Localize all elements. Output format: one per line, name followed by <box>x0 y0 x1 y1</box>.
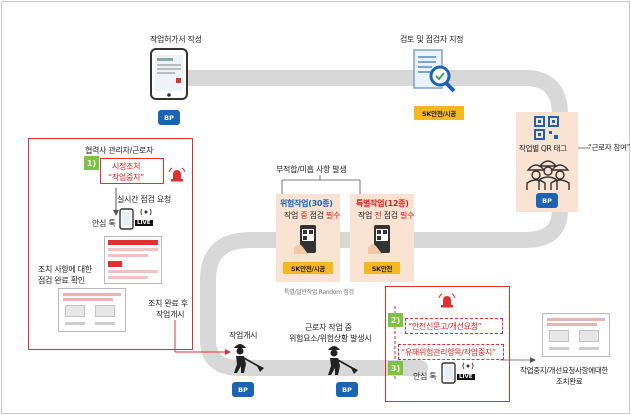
confirm-line1: 조치 사항에 대한 <box>38 265 92 274</box>
sk-safety-public-badge: SK안전/시공 <box>414 106 464 120</box>
nonconformity-label: 부적합/미흡 사항 발생 <box>276 165 347 174</box>
hazard-stop-box <box>398 344 504 360</box>
review-label: 검토 및 점검자 지정 <box>400 35 464 44</box>
completion-form-card <box>542 313 610 357</box>
bp-badge: BP <box>158 110 180 125</box>
app-screen-card <box>104 236 162 284</box>
final-line2: 조치완료 <box>556 377 583 386</box>
final-line1: 작업중지/개선요청사항에대한 <box>520 366 609 375</box>
safety-talk-label: 안심 톡 <box>413 372 437 381</box>
broadcast-icon <box>462 362 474 370</box>
partner-manager-label: 협력사 관리자/근로자 <box>85 146 154 155</box>
sk-safety-public-badge: SK안전/시공 <box>283 262 333 274</box>
onsite-action-label: 시정조치 <box>112 162 141 171</box>
special-check-text: 작업 전 점검 필수 <box>358 211 415 220</box>
hazard-stop-label: “유해위험관리항목/작업중지” <box>401 348 496 357</box>
alarm-icon <box>168 167 186 182</box>
arrow-down-icon <box>113 188 119 216</box>
work-start-label: 작업개시 <box>229 331 258 340</box>
special-work-label: 특별작업(12종) <box>356 199 409 208</box>
bp-badge: BP <box>232 382 254 397</box>
worker-line2: 위험요소/위험상황 발생시 <box>289 334 372 343</box>
document-search-icon <box>413 49 456 93</box>
safety-talk-label: 안심 톡 <box>92 219 116 228</box>
write-permit-label: 작업허가서 작성 <box>150 35 202 44</box>
stop-work-label: “작업중지” <box>108 173 144 182</box>
worker-shovel-icon <box>328 346 358 375</box>
phone-icon <box>119 208 134 230</box>
step-1-badge: 1) <box>84 156 99 170</box>
step-2-badge: 2) <box>388 313 403 327</box>
worker-report-box <box>385 286 510 402</box>
after-done-line2: 작업개시 <box>156 310 185 319</box>
live-badge: LIVE <box>135 220 153 226</box>
phone-qr-scan-icon <box>368 225 390 254</box>
worker-shovel-icon <box>234 344 264 373</box>
smartphone-icon <box>150 48 188 100</box>
workers-group-icon <box>526 160 570 190</box>
danger-check-text: 작업 중 점검 필수 <box>284 211 341 220</box>
live-badge: LIVE <box>457 374 475 380</box>
partner-process-box <box>28 138 193 350</box>
phone-qr-scan-icon <box>294 225 316 254</box>
qr-code-icon <box>534 116 559 140</box>
worker-participation-label: “근로자 참여” <box>588 143 631 152</box>
safety-request-label: “안전신문고/개선요청” <box>408 322 482 331</box>
bp-badge: BP <box>336 382 358 397</box>
confirm-line2: 점검 완료 확인 <box>38 276 85 285</box>
safety-request-box <box>405 318 503 334</box>
bp-badge: BP <box>536 193 558 208</box>
sk-safety-badge: SK안전 <box>364 262 400 274</box>
step-3-badge: 3) <box>388 361 403 375</box>
random-check-label: 특별/일반작업 Random 점검 <box>284 289 354 296</box>
worker-line1: 근로자 작업 중 <box>305 323 352 332</box>
qr-tag-label: 작업별 QR 태그 <box>519 144 567 153</box>
realtime-request-label: 실시간 점검 요청 <box>117 195 171 204</box>
broadcast-icon <box>140 208 152 216</box>
danger-work-label: 위험작업(30종) <box>280 199 333 208</box>
onsite-action-box <box>100 158 164 184</box>
after-done-line1: 조치 완료 후 <box>148 299 188 308</box>
check-form-card <box>58 288 126 332</box>
phone-icon <box>441 362 456 384</box>
alarm-icon <box>438 293 456 308</box>
